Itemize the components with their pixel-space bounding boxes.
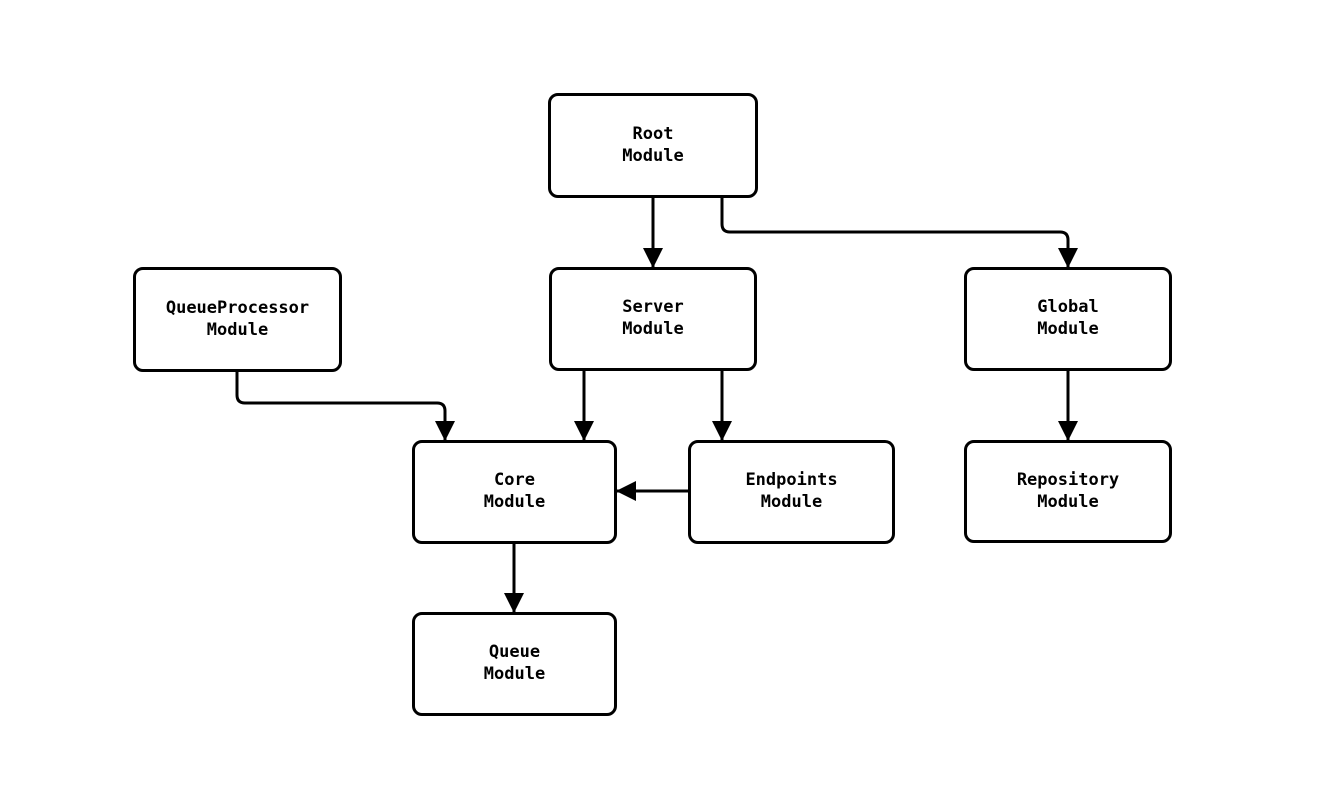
node-server-module-label: Server Module: [622, 297, 684, 339]
edge-root-to-global: [720, 198, 1078, 268]
node-queue-module: Queue Module: [412, 612, 617, 716]
node-queue-module-label: Queue Module: [483, 642, 546, 684]
node-global-module: Global Module: [964, 267, 1172, 371]
edge-queueprocessor-to-core: [235, 372, 455, 441]
node-core-module-label: Core Module: [483, 470, 546, 512]
node-queueprocessor-module-label: QueueProcessor Module: [165, 297, 310, 340]
node-repository-module: Repository Module: [964, 440, 1172, 543]
node-repository-module-label: Repository Module: [1016, 469, 1120, 512]
node-root-module: Root Module: [548, 93, 758, 198]
node-core-module: Core Module: [412, 440, 617, 544]
node-server-module: Server Module: [549, 267, 757, 371]
node-endpoints-module-label: Endpoints Module: [745, 470, 838, 512]
node-queueprocessor-module: QueueProcessor Module: [133, 267, 342, 372]
node-global-module-label: Global Module: [1037, 297, 1099, 339]
node-root-module-label: Root Module: [622, 123, 684, 166]
node-endpoints-module: Endpoints Module: [688, 440, 895, 544]
